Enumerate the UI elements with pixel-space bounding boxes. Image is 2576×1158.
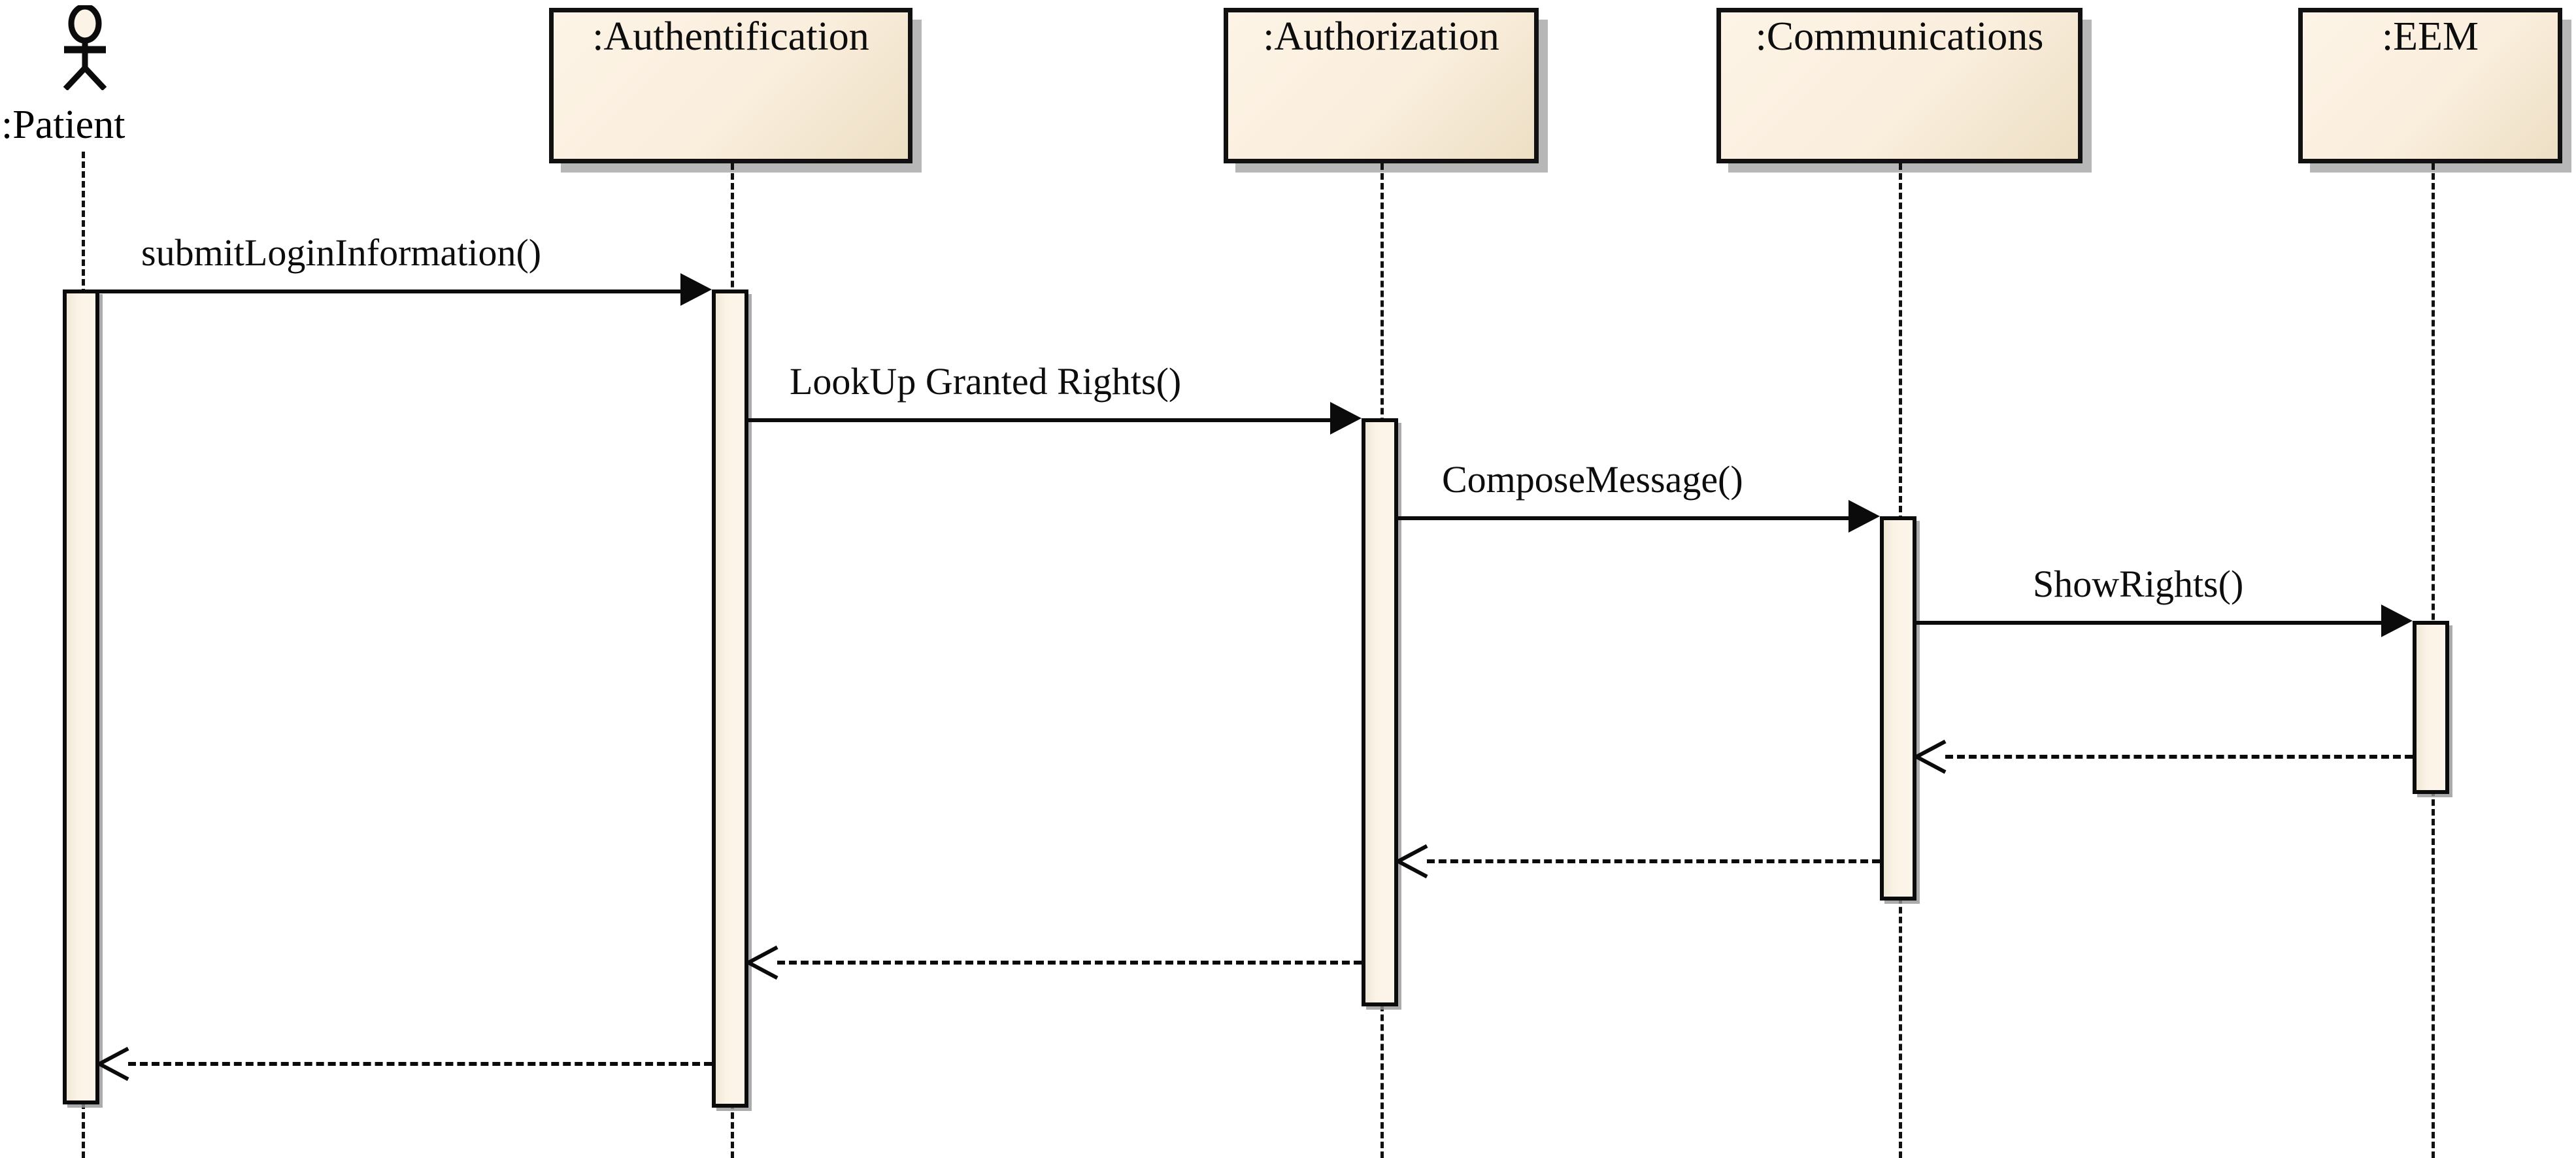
message-label-submit-login-information: submitLoginInformation() xyxy=(141,231,542,274)
message-label-show-rights: ShowRights() xyxy=(2033,563,2244,605)
activation-communications xyxy=(1880,516,1916,901)
return-line-authorization-to-authentification xyxy=(777,961,1362,965)
lifeline-box-eem[interactable]: :EEM xyxy=(2298,8,2562,163)
lifeline-box-authorization-label: :Authorization xyxy=(1263,14,1499,59)
lifeline-box-authorization[interactable]: :Authorization xyxy=(1224,8,1539,163)
lifeline-box-communications[interactable]: :Communications xyxy=(1716,8,2083,163)
activation-authorization xyxy=(1362,418,1398,1006)
actor-patient[interactable] xyxy=(39,3,131,91)
message-line-submit-login-information xyxy=(99,290,680,293)
actor-patient-label: :Patient xyxy=(1,103,125,147)
message-line-lookup-granted-rights xyxy=(748,418,1330,422)
activation-authentification xyxy=(712,290,748,1108)
message-label-compose-message: ComposeMessage() xyxy=(1442,458,1743,501)
message-line-show-rights xyxy=(1916,621,2381,625)
activation-patient xyxy=(63,290,99,1104)
message-arrowhead-compose-message xyxy=(1848,500,1880,533)
message-line-compose-message xyxy=(1398,516,1848,520)
return-arrowhead-eem-to-communications xyxy=(1916,737,1945,772)
message-arrowhead-submit-login-information xyxy=(680,273,712,306)
return-line-communications-to-authorization xyxy=(1427,859,1880,863)
return-line-authentification-to-patient xyxy=(128,1062,712,1066)
lifeline-box-authentification-label: :Authentification xyxy=(592,14,869,59)
message-label-lookup-granted-rights: LookUp Granted Rights() xyxy=(790,360,1182,403)
stick-figure-actor-icon xyxy=(63,3,107,91)
return-arrowhead-authorization-to-authentification xyxy=(748,943,777,978)
return-arrowhead-authentification-to-patient xyxy=(99,1044,128,1080)
message-arrowhead-lookup-granted-rights xyxy=(1330,402,1362,435)
lifeline-box-eem-label: :EEM xyxy=(2381,14,2479,59)
lifeline-box-authentification[interactable]: :Authentification xyxy=(549,8,912,163)
return-line-eem-to-communications xyxy=(1945,755,2413,759)
return-arrowhead-communications-to-authorization xyxy=(1398,842,1427,877)
lifeline-box-communications-label: :Communications xyxy=(1755,14,2044,59)
message-arrowhead-show-rights xyxy=(2381,604,2413,637)
activation-eem xyxy=(2413,621,2449,794)
